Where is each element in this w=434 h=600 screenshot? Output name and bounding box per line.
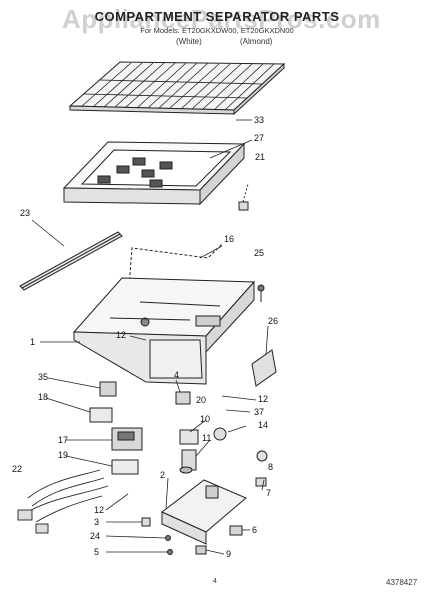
variant-white: (White) <box>176 37 202 46</box>
callout-24: 24 <box>90 531 100 541</box>
shelf-grille <box>68 61 286 116</box>
document-number: 4378427 <box>386 578 418 587</box>
callout-6: 6 <box>252 525 257 535</box>
mounting-bracket <box>251 349 277 387</box>
callout-33: 33 <box>254 115 264 125</box>
callout-5: 5 <box>94 547 99 557</box>
callout-12b: 12 <box>258 394 268 404</box>
part-24-screw <box>165 535 171 541</box>
callout-20: 20 <box>196 395 206 405</box>
wire-harness <box>17 469 109 534</box>
clip-part <box>238 183 249 211</box>
callout-12c: 12 <box>94 505 104 515</box>
connector-6 <box>229 525 243 536</box>
callout-labels: 33 27 21 23 16 25 1 12 26 35 4 12 18 20 … <box>12 115 278 559</box>
callout-8: 8 <box>268 462 273 472</box>
callout-22: 22 <box>12 464 22 474</box>
callout-14: 14 <box>258 420 268 430</box>
callout-4: 4 <box>174 370 179 380</box>
part-19-bracket <box>111 459 139 475</box>
trim-strip <box>19 231 123 291</box>
callout-26: 26 <box>268 316 278 326</box>
part-5-screw <box>167 549 173 555</box>
callout-11: 11 <box>202 433 211 443</box>
page-number: 4 <box>213 578 217 585</box>
part-9-nut <box>195 545 207 555</box>
variant-almond: (Almond) <box>240 37 273 46</box>
callout-10: 10 <box>200 414 210 424</box>
part-35-block <box>99 381 117 397</box>
separator-frame <box>62 141 246 206</box>
defrost-control-assembly <box>175 391 227 474</box>
control-housing <box>111 427 143 451</box>
wire-harness-segment <box>127 243 223 301</box>
callout-21: 21 <box>255 152 265 162</box>
callout-3: 3 <box>94 517 99 527</box>
callout-9: 9 <box>226 549 231 559</box>
part-18-plate <box>89 407 113 423</box>
callout-35: 35 <box>38 372 48 382</box>
callout-37: 37 <box>254 407 264 417</box>
part-8-knob <box>256 450 268 462</box>
lower-housing <box>161 479 247 545</box>
callout-18: 18 <box>38 392 48 402</box>
callout-12a: 12 <box>116 330 126 340</box>
part-3-clip <box>141 517 151 527</box>
leader-lines <box>31 119 269 555</box>
callout-19: 19 <box>58 450 68 460</box>
callout-7: 7 <box>266 488 271 498</box>
callout-2: 2 <box>160 470 165 480</box>
callout-17: 17 <box>58 435 68 445</box>
part-7-clip <box>255 477 267 487</box>
diagram-title: COMPARTMENT SEPARATOR PARTS <box>94 9 340 24</box>
callout-27: 27 <box>254 133 264 143</box>
screw <box>257 284 265 302</box>
callout-1: 1 <box>30 337 35 347</box>
callout-25: 25 <box>254 248 264 258</box>
model-line: For Models: ET20GKXDW00, ET20GKXDN00 <box>140 26 294 35</box>
separator-base-plate <box>72 277 256 385</box>
callout-16: 16 <box>224 234 234 244</box>
watermark: AppliancePartsPros.com <box>62 4 381 34</box>
callout-23: 23 <box>20 208 30 218</box>
